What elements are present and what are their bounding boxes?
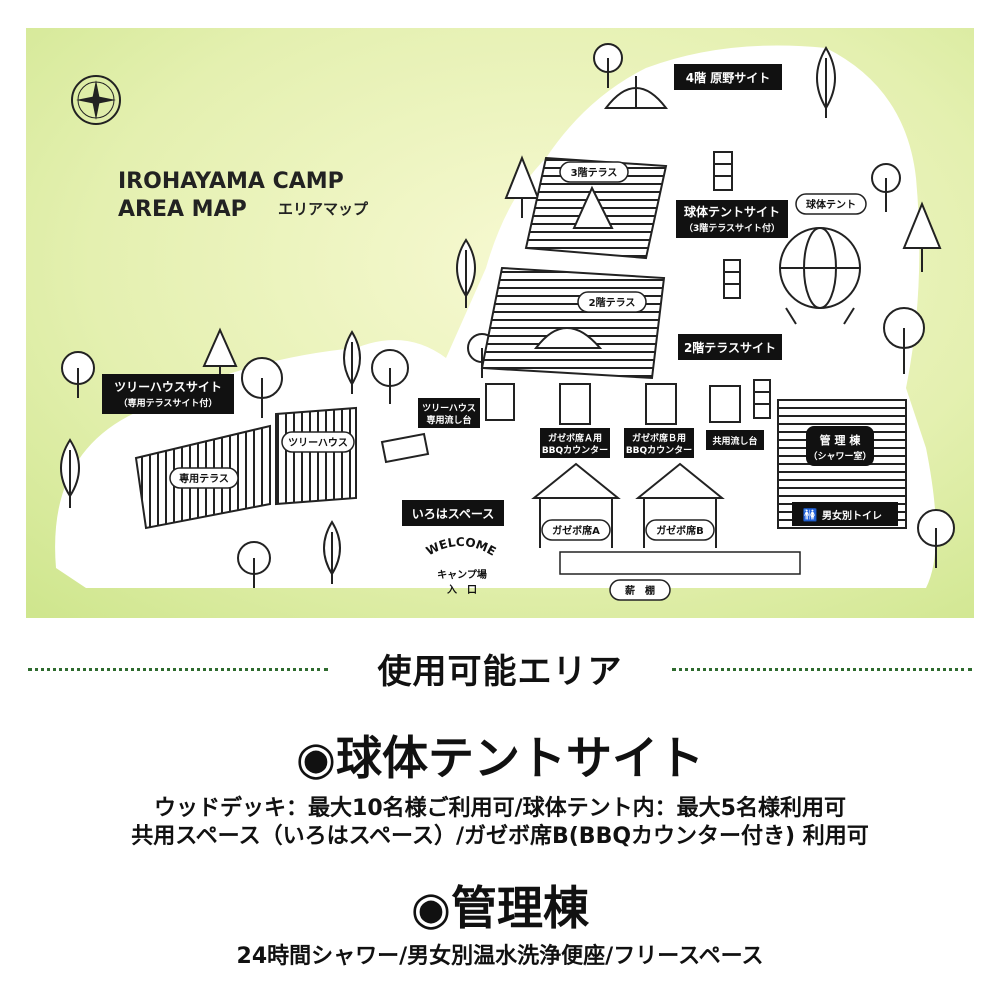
- svg-text:BBQカウンター: BBQカウンター: [626, 444, 692, 456]
- svg-text:入 口: 入 口: [447, 584, 477, 596]
- svg-text:ガゼボ席B: ガゼボ席B: [656, 524, 704, 537]
- svg-text:BBQカウンター: BBQカウンター: [542, 444, 608, 456]
- label-firewood: 薪 棚: [609, 579, 671, 601]
- label-sphere-site: 球体テントサイト （3階テラスサイト付）: [676, 200, 788, 238]
- ladders: [380, 151, 771, 464]
- svg-text:3階テラス: 3階テラス: [571, 166, 618, 179]
- label-terrace3: 3階テラス: [559, 161, 629, 183]
- tent-3f-icon: [572, 185, 614, 229]
- label-gazebo-a: ガゼボ席A: [541, 519, 611, 541]
- svg-text:4階 原野サイト: 4階 原野サイト: [686, 70, 771, 85]
- label-gazebo-b-counter: ガゼボ席Ｂ用 BBQカウンター: [624, 428, 694, 458]
- tent-2f-icon: [533, 327, 603, 349]
- svg-text:（シャワー室）: （シャワー室）: [808, 450, 871, 462]
- svg-text:🚻: 🚻: [803, 508, 818, 522]
- svg-text:球体テントサイト: 球体テントサイト: [684, 204, 780, 219]
- svg-text:ガゼボ席Ａ用: ガゼボ席Ａ用: [548, 432, 602, 444]
- tent-4f-icon: [603, 76, 669, 109]
- office-detail: 24時間シャワー/男女別温水洗浄便座/フリースペース: [236, 944, 764, 969]
- section-title: 使用可能エリア: [377, 652, 623, 692]
- label-iroha-space: いろはスペース: [402, 500, 504, 526]
- svg-text:専用テラス: 専用テラス: [179, 472, 229, 485]
- map-title-line2: AREA MAP: [118, 197, 247, 222]
- dotted-divider-right: [672, 668, 972, 671]
- svg-text:キャンプ場: キャンプ場: [437, 568, 487, 581]
- svg-text:ガゼボ席Ｂ用: ガゼボ席Ｂ用: [632, 432, 686, 444]
- svg-text:ツリーハウス: ツリーハウス: [288, 437, 348, 449]
- svg-text:ツリーハウス: ツリーハウス: [422, 403, 476, 414]
- svg-text:（専用テラスサイト付）: （専用テラスサイト付）: [119, 397, 218, 409]
- office-heading: ◉管理棟: [410, 881, 590, 935]
- svg-text:2階テラスサイト: 2階テラスサイト: [684, 340, 776, 355]
- label-toilet: 男女別トイレ 🚻: [792, 502, 898, 526]
- svg-text:管 理 棟: 管 理 棟: [820, 433, 862, 447]
- svg-text:共用流し台: 共用流し台: [712, 435, 757, 447]
- svg-text:2階テラス: 2階テラス: [589, 296, 636, 309]
- label-treehouse: ツリーハウス: [281, 431, 355, 453]
- svg-text:ガゼボ席A: ガゼボ席A: [552, 524, 600, 537]
- sphere-site-detail-1: ウッドデッキ：最大10名様ご利用可/球体テント内：最大5名様利用可: [154, 796, 846, 821]
- trees: [60, 43, 955, 588]
- svg-text:球体テント: 球体テント: [806, 198, 856, 211]
- svg-text:ツリーハウスサイト: ツリーハウスサイト: [114, 380, 222, 394]
- gazebo-a-icon: [531, 462, 621, 548]
- terrace-2: [480, 266, 666, 380]
- label-terrace2-site: 2階テラスサイト: [678, 334, 782, 360]
- label-gazebo-b: ガゼボ席B: [645, 519, 715, 541]
- label-shared-sink: 共用流し台: [706, 430, 764, 450]
- label-gazebo-a-counter: ガゼボ席Ａ用 BBQカウンター: [540, 428, 610, 458]
- treehouse-building: [275, 406, 357, 506]
- svg-text:薪 棚: 薪 棚: [625, 584, 655, 597]
- sphere-site-heading: ◉球体テントサイト: [295, 731, 705, 785]
- sinks: [485, 383, 741, 425]
- label-treehouse-sink: ツリーハウス 専用流し台: [418, 398, 480, 428]
- label-private-terrace: 専用テラス: [169, 467, 239, 489]
- gazebo-b-icon: [635, 462, 725, 548]
- map-title-line1: IROHAYAMA CAMP: [118, 169, 344, 194]
- dotted-divider-left: [28, 668, 328, 671]
- svg-text:（3階テラスサイト付）: （3階テラスサイト付）: [684, 222, 780, 234]
- camp-area-map: IROHAYAMA CAMP AREA MAP エリアマップ: [26, 28, 974, 618]
- label-office: 管 理 棟 （シャワー室）: [806, 426, 874, 466]
- label-terrace2: 2階テラス: [577, 291, 647, 313]
- available-area-header: 使用可能エリア: [0, 642, 1000, 692]
- label-site4: 4階 原野サイト: [674, 64, 782, 90]
- label-sphere-tent: 球体テント: [795, 193, 867, 215]
- svg-text:専用流し台: 専用流し台: [426, 414, 471, 426]
- svg-text:いろはスペース: いろはスペース: [412, 507, 495, 521]
- label-treehouse-site: ツリーハウスサイト （専用テラスサイト付）: [102, 374, 234, 414]
- firewood-rack: [559, 551, 801, 575]
- sphere-tent-icon: [779, 227, 861, 325]
- compass-icon: [71, 75, 121, 125]
- sphere-site-detail-2: 共用スペース（いろはスペース）/ガゼボ席B(BBQカウンター付き) 利用可: [131, 824, 869, 849]
- map-title-jp: エリアマップ: [278, 200, 369, 218]
- svg-text:男女別トイレ: 男女別トイレ: [822, 509, 882, 522]
